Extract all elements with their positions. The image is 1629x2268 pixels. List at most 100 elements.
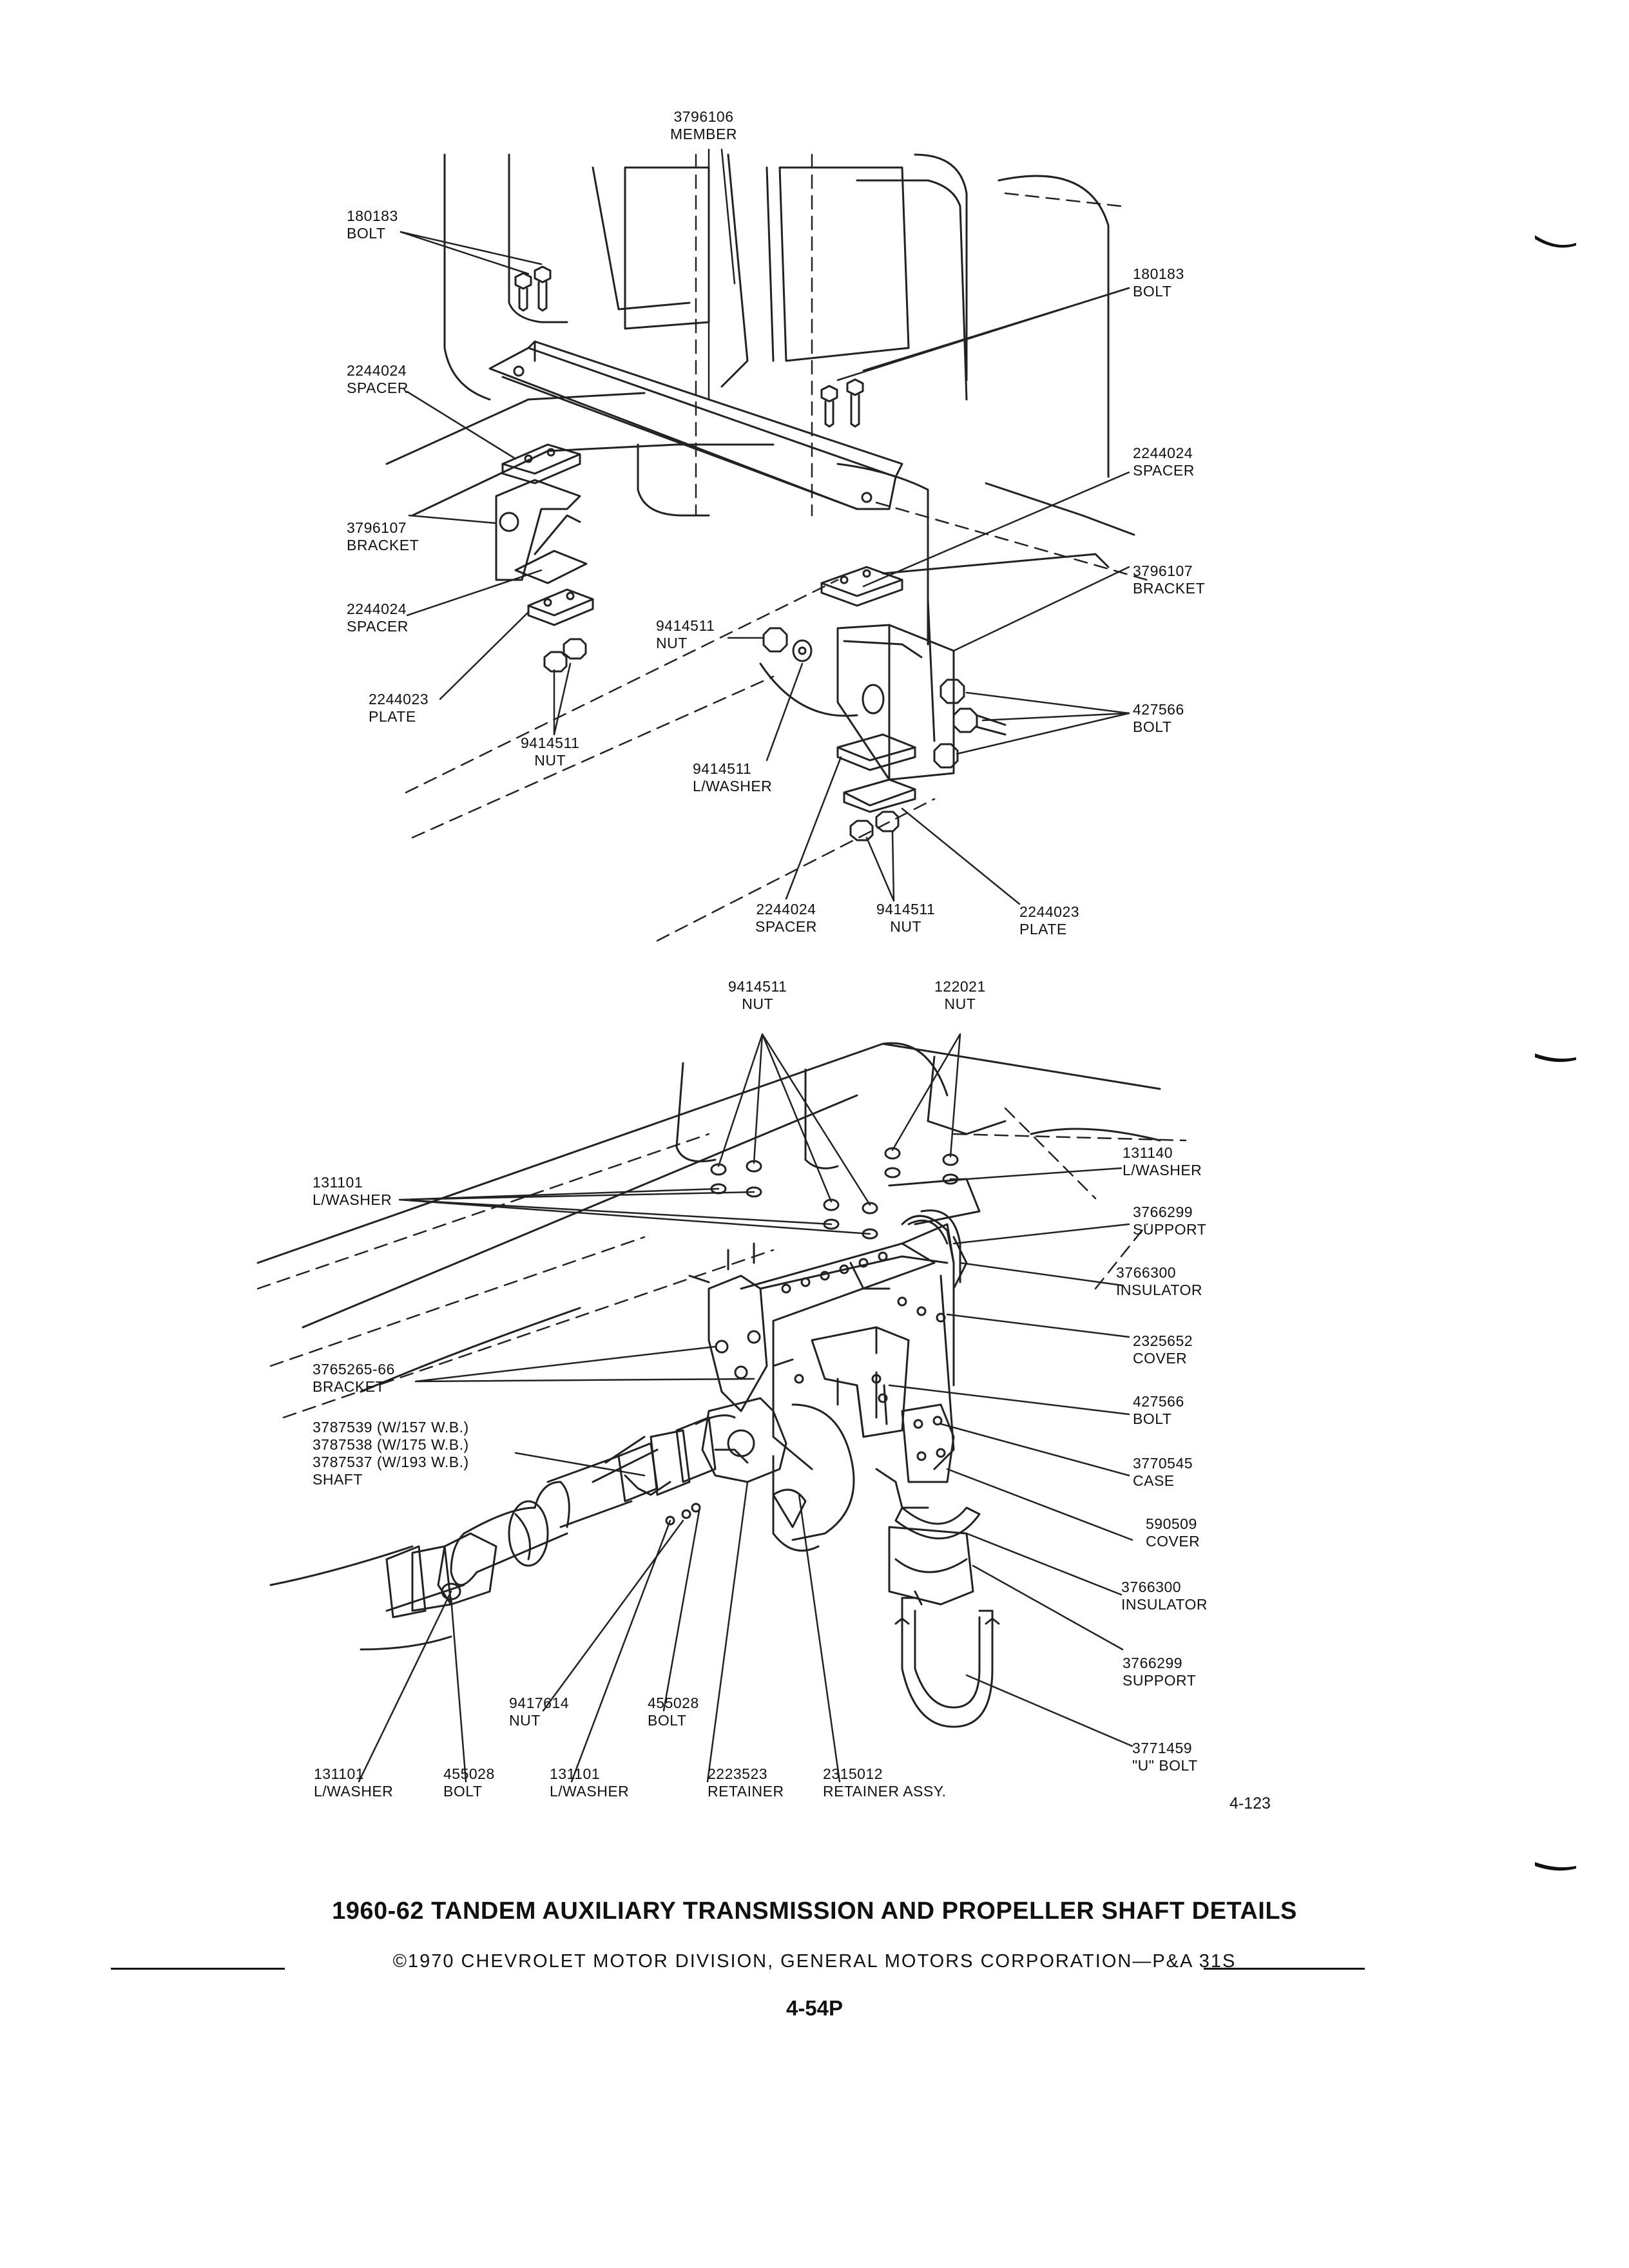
callout-retainer: 2223523 RETAINER: [708, 1765, 784, 1800]
bracket-bolts: [688, 1242, 946, 1425]
divider-right: [1204, 1968, 1365, 1970]
bolts-top-left: [514, 265, 552, 312]
part-name: BOLT: [1133, 283, 1172, 300]
callout-spacer-bottom: 2244024 SPACER: [755, 901, 817, 936]
part-name: NUT: [656, 635, 688, 651]
part-name: L/WASHER: [550, 1783, 630, 1800]
part-name: PLATE: [369, 708, 416, 725]
callout-cover-2325652: 2325652 COVER: [1133, 1332, 1193, 1367]
part-number: 2325652: [1133, 1332, 1193, 1349]
propeller-shaft: [385, 1397, 807, 1619]
part-name: BRACKET: [347, 537, 419, 553]
callout-bolt-455028-mid: 455028 BOLT: [648, 1695, 699, 1729]
part-number: 131140: [1123, 1144, 1173, 1161]
part-name: SPACER: [347, 618, 409, 635]
part-name: SPACER: [1133, 462, 1195, 479]
center-nut-washer: [759, 627, 858, 717]
frame-outline-bottom: [256, 1042, 1161, 1651]
callout-bolt-right: 180183 BOLT: [1133, 265, 1184, 300]
part-name: INSULATOR: [1121, 1596, 1208, 1613]
callout-bracket-3765265: 3765265-66 BRACKET: [313, 1361, 395, 1396]
part-number: 3766300: [1121, 1579, 1182, 1595]
bolts-top-right: [820, 378, 864, 428]
callout-nut-bottom: 9414511 NUT: [876, 901, 935, 936]
part-number: 131101: [313, 1174, 363, 1191]
callout-bolt-427566-top: 427566 BOLT: [1133, 701, 1184, 736]
part-name: BOLT: [1133, 718, 1172, 735]
part-number: 2244024: [347, 601, 407, 617]
part-number: 2244024: [347, 362, 407, 379]
shaft-line-1: 3787539 (W/157 W.B.): [313, 1419, 469, 1436]
part-name: NUT: [534, 752, 566, 769]
frame-outline-top: [385, 153, 1135, 646]
callout-insulator-top: 3766300 INSULATOR: [1116, 1264, 1202, 1299]
callout-nut-9414511: 9414511 NUT: [728, 978, 787, 1013]
callout-case: 3770545 CASE: [1133, 1455, 1193, 1490]
part-number: 3766299: [1123, 1655, 1183, 1671]
callout-shaft: 3787539 (W/157 W.B.) 3787538 (W/175 W.B.…: [313, 1419, 469, 1488]
support-insulator-ubolt: [888, 1506, 1000, 1728]
part-number: 2223523: [708, 1765, 768, 1782]
margin-mark: [1535, 1862, 1576, 1871]
part-name: BOLT: [648, 1712, 687, 1729]
part-name: L/WASHER: [693, 778, 773, 794]
part-name: PLATE: [1019, 921, 1067, 937]
part-number: 2244024: [756, 901, 816, 918]
part-name: L/WASHER: [313, 1191, 392, 1208]
part-name: SUPPORT: [1123, 1672, 1197, 1689]
callout-bracket-left: 3796107 BRACKET: [347, 519, 419, 554]
callout-cover-590509: 590509 COVER: [1146, 1515, 1200, 1550]
margin-mark: [1535, 235, 1576, 248]
part-number: 180183: [347, 207, 398, 224]
callout-support-top: 3766299 SUPPORT: [1133, 1204, 1206, 1238]
transmission-case: [708, 1209, 961, 1552]
callout-spacer-left-top: 2244024 SPACER: [347, 362, 409, 397]
callout-bracket-right: 3796107 BRACKET: [1133, 562, 1205, 597]
margin-mark: [1535, 1053, 1576, 1062]
part-name: COVER: [1133, 1350, 1188, 1367]
callout-lwasher-center: 9414511 L/WASHER: [693, 760, 772, 795]
frame-dashed-bottom: [256, 1107, 1187, 1419]
callout-bolt-left: 180183 BOLT: [347, 207, 398, 242]
part-number: 2244023: [1019, 903, 1080, 920]
part-number: 2315012: [823, 1765, 883, 1782]
part-number: 2244023: [369, 691, 429, 707]
callout-lwasher-131101-top: 131101 L/WASHER: [313, 1174, 392, 1209]
figure-number: 4-123: [1229, 1794, 1271, 1812]
part-number: 3771459: [1132, 1740, 1193, 1756]
part-number: 9414511: [521, 735, 580, 751]
copyright-line: ©1970 CHEVROLET MOTOR DIVISION, GENERAL …: [392, 1951, 1237, 1972]
right-bracket-stack: [820, 553, 1110, 841]
leader-lines-bottom: [358, 1033, 1133, 1783]
part-name: NUT: [890, 918, 922, 935]
callout-retainer-assy: 2315012 RETAINER ASSY.: [823, 1765, 947, 1800]
page-number: 4-54P: [786, 1996, 843, 2020]
callout-bolt-455028-left: 455028 BOLT: [443, 1765, 495, 1800]
callout-plate-left: 2244023 PLATE: [369, 691, 429, 726]
part-name: SPACER: [347, 380, 409, 396]
part-number: 3766300: [1116, 1264, 1177, 1281]
part-name: NUT: [944, 995, 976, 1012]
page-title: 1960-62 TANDEM AUXILIARY TRANSMISSION AN…: [332, 1898, 1297, 1925]
part-name: INSULATOR: [1116, 1282, 1203, 1298]
part-name: "U" BOLT: [1132, 1757, 1198, 1774]
callout-member: 3796106 MEMBER: [670, 108, 737, 143]
callout-nut-9417614: 9417614 NUT: [509, 1695, 569, 1729]
part-number: 3796106: [673, 108, 734, 125]
crossmember: [488, 340, 903, 510]
part-number: 455028: [648, 1695, 699, 1711]
part-number: 2244024: [1133, 445, 1193, 461]
shaft-line-2: 3787538 (W/175 W.B.): [313, 1436, 469, 1453]
divider-left: [111, 1968, 285, 1970]
top-nuts-bottom-assembly: [710, 1147, 981, 1290]
part-number: 455028: [443, 1765, 495, 1782]
part-name: RETAINER: [708, 1783, 784, 1800]
part-number: 427566: [1133, 701, 1184, 718]
part-name: SUPPORT: [1133, 1221, 1207, 1238]
callout-bolt-427566: 427566 BOLT: [1133, 1393, 1184, 1428]
callout-support-bottom: 3766299 SUPPORT: [1123, 1655, 1196, 1689]
part-number: 131101: [314, 1765, 365, 1782]
part-name: BOLT: [347, 225, 386, 242]
part-number: 122021: [934, 978, 986, 995]
